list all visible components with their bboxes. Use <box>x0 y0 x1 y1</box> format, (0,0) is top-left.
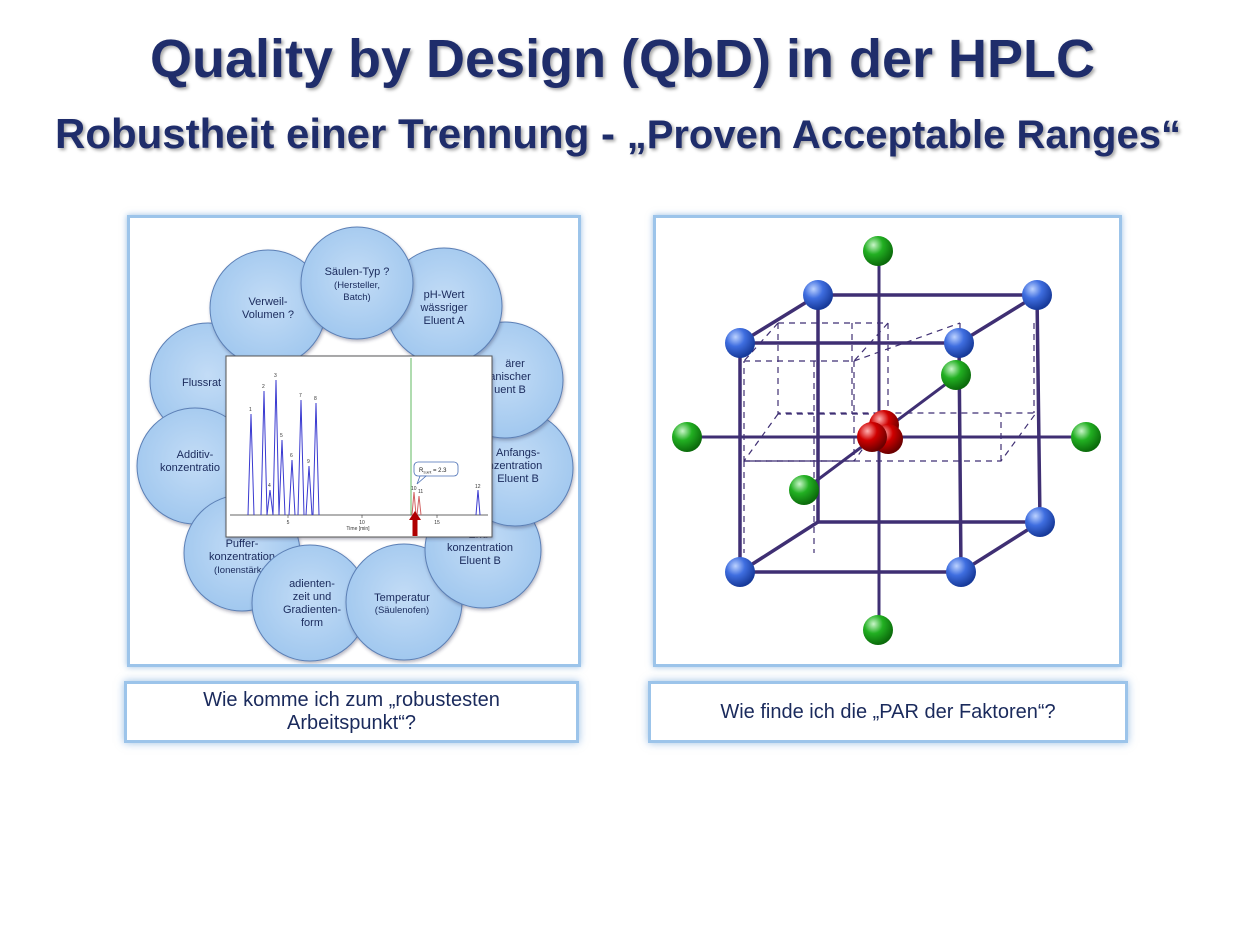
svg-text:Additiv-konzentratio: Additiv-konzentratio <box>160 449 220 474</box>
circle-additiv: Additiv-konzentratio <box>136 407 254 525</box>
peak-labels: 1 2 3 4 5 6 7 8 9 10 11 12 <box>249 373 481 495</box>
outer-cube <box>738 293 1042 574</box>
x-tick: 5 <box>287 520 290 526</box>
svg-text:Temperatur(Säulenofen): Temperatur(Säulenofen) <box>374 592 430 616</box>
factors-diagram: Flussrat Additiv-konzentratio Puffer-kon… <box>136 226 574 662</box>
chromatogram: 1 2 3 4 5 6 7 8 9 10 11 12 5 10 <box>225 355 493 538</box>
axial-points <box>672 236 1101 645</box>
slide-title: Quality by Design (QbD) in der HPLC <box>149 29 1096 89</box>
factors-diagram-panel: Flussrat Additiv-konzentratio Puffer-kon… <box>127 215 581 667</box>
caption-right-text: Wie finde ich die „PAR der Faktoren“? <box>720 700 1056 723</box>
peak-label: 7 <box>299 393 302 399</box>
x-tick: 10 <box>359 520 365 526</box>
corner-points <box>725 280 1055 587</box>
peak-label: 4 <box>268 483 271 489</box>
subtitle-quote: „Proven Acceptable Ranges“ <box>626 113 1181 157</box>
green-sphere <box>941 360 971 390</box>
cube-design-diagram <box>672 236 1101 645</box>
caption-right: Wie finde ich die „PAR der Faktoren“? <box>648 681 1128 743</box>
svg-text:Säulen-Typ ?(Hersteller,Batch): Säulen-Typ ?(Hersteller,Batch) <box>325 266 390 303</box>
blue-sphere <box>725 557 755 587</box>
svg-text:Verweil-Volumen ?: Verweil-Volumen ? <box>242 296 294 321</box>
peak-label: 1 <box>249 407 252 413</box>
circle-label: Flussrat <box>182 377 221 389</box>
peak-label: 11 <box>418 489 423 495</box>
circle-verweilvolumen: Verweil-Volumen ? <box>209 249 327 367</box>
caption-left: Wie komme ich zum „robustesten Arbeitspu… <box>124 681 579 743</box>
red-arrow <box>409 511 421 536</box>
svg-text:RS,krit = 2.3: RS,krit = 2.3 <box>419 468 447 475</box>
red-sphere <box>857 422 887 452</box>
blue-sphere <box>803 280 833 310</box>
green-sphere <box>863 236 893 266</box>
chromatogram-peaks <box>247 379 481 516</box>
center-points <box>857 410 903 454</box>
x-axis-label: Time [min] <box>346 526 370 532</box>
x-tick: 15 <box>434 520 440 526</box>
green-sphere <box>672 422 702 452</box>
peak-label: 8 <box>314 396 317 402</box>
blue-sphere <box>1022 280 1052 310</box>
circle-saeulen-typ: Säulen-Typ ?(Hersteller,Batch) <box>300 226 414 340</box>
peak-label: 12 <box>475 484 481 490</box>
slide-subtitle: Robustheit einer Trennung - „Proven Acce… <box>55 110 1181 158</box>
resolution-callout: RS,krit = 2.3 <box>413 461 459 485</box>
cube-design-panel <box>653 215 1122 667</box>
peak-label: 9 <box>307 459 310 465</box>
peak-label: 5 <box>280 433 283 439</box>
green-sphere <box>1071 422 1101 452</box>
green-sphere <box>863 615 893 645</box>
peak-label: 2 <box>262 384 265 390</box>
green-sphere <box>789 475 819 505</box>
blue-sphere <box>1025 507 1055 537</box>
peak-label: 10 <box>411 486 417 492</box>
svg-text:Puffer-konzentration(Ionenstär: Puffer-konzentration(Ionenstärke) <box>209 538 275 576</box>
subtitle-main: Robustheit einer Trennung - <box>55 110 627 157</box>
blue-sphere <box>946 557 976 587</box>
peak-label: 3 <box>274 373 277 379</box>
blue-sphere <box>725 328 755 358</box>
peak-label: 6 <box>290 453 293 459</box>
caption-left-text: Wie komme ich zum „robustesten Arbeitspu… <box>203 689 500 734</box>
blue-sphere <box>944 328 974 358</box>
